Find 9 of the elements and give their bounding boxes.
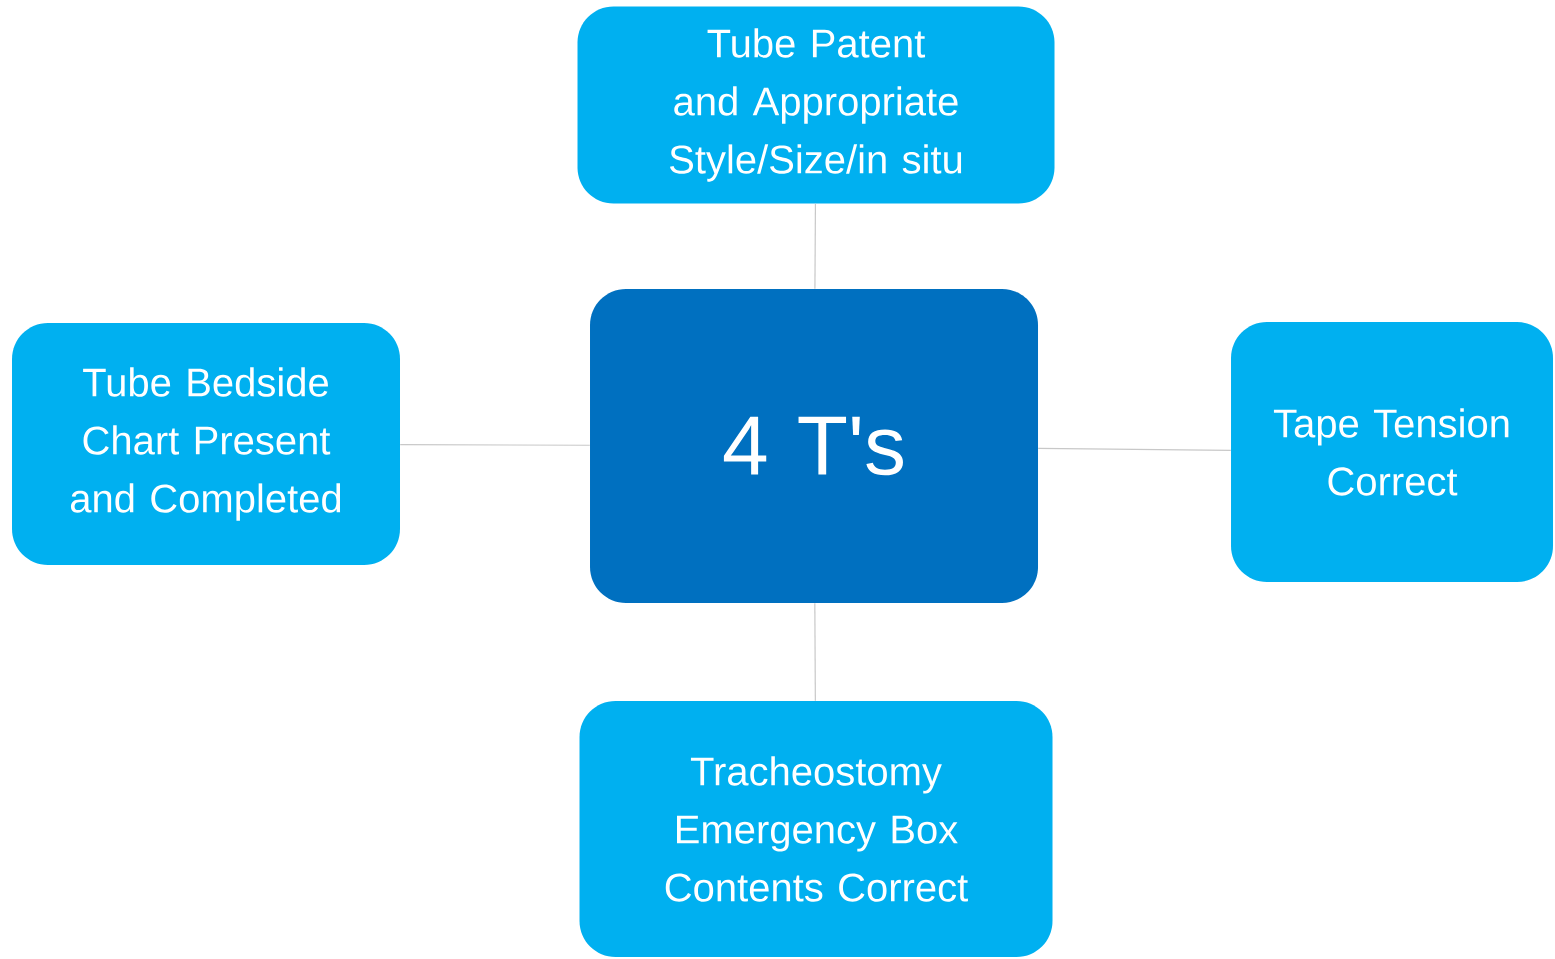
connector-line xyxy=(814,203,817,290)
connector-line xyxy=(814,602,816,702)
item-box: Tube Patent and Appropriate Style/Size/in situ xyxy=(577,6,1055,204)
item-box: Tube Bedside Chart Present and Completed xyxy=(12,323,400,565)
item-box: Tape Tension Correct xyxy=(1231,322,1553,582)
item-box: Tracheostomy Emergency Box Contents Correct xyxy=(579,701,1053,957)
connector-line xyxy=(1037,447,1232,451)
connector-line xyxy=(399,444,591,446)
center-box: 4 T's xyxy=(590,289,1038,603)
